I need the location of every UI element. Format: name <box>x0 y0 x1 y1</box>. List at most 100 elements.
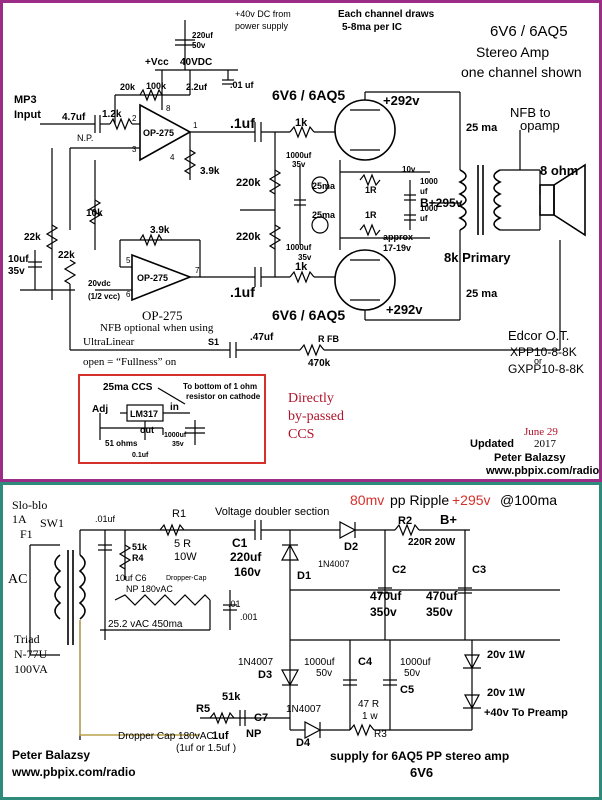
c1000-d-label: 1000 <box>420 204 438 213</box>
pin6-label: 6 <box>126 290 131 299</box>
opamp-1-symbol <box>139 103 192 162</box>
r4-label: R4 <box>132 553 144 563</box>
pin2-label: 2 <box>132 114 137 123</box>
d3-label: D3 <box>258 669 272 681</box>
np-label: N.P. <box>77 133 93 143</box>
c6a-label: 10uf C6 <box>115 573 147 583</box>
r5r-label: 5 R <box>174 538 191 550</box>
edcor-3: or <box>534 356 542 366</box>
c01-label: .01 uf <box>230 80 255 90</box>
c4b-label: 50v <box>316 668 332 679</box>
power-supply-panel-border <box>0 482 602 800</box>
zener2-label: 20v 1W <box>487 687 526 699</box>
mp3-label: MP3 <box>14 94 37 106</box>
ccs-title: 25ma CCS <box>103 382 153 393</box>
tube-bottom-label: 6V6 / 6AQ5 <box>272 307 345 323</box>
doubler-label: Voltage doubler section <box>215 506 329 518</box>
c220-label: 220uf <box>192 31 213 40</box>
c001-label: .001 <box>240 612 258 622</box>
v292-a-label: +292v <box>383 93 420 108</box>
ccs-note-2: resistor on cathode <box>186 392 261 401</box>
ma25-b-label: 25ma <box>312 210 336 220</box>
r22k-b-label: 22k <box>58 250 75 261</box>
ccs-inset-box <box>78 374 266 464</box>
r10k-label: 10k <box>86 208 103 219</box>
r1w-label: 1 w <box>362 711 378 722</box>
r51k-label: 51k <box>132 542 148 552</box>
in-label: in <box>170 402 179 413</box>
direct-1: Directly <box>288 391 334 406</box>
primary-label: 8k Primary <box>444 250 511 265</box>
r5-label: R5 <box>196 703 210 715</box>
c220v-label: 50v <box>192 41 206 50</box>
dropper2-label: (1uf or 1.5uf ) <box>176 743 236 754</box>
amp-wiring <box>20 20 586 445</box>
c01-psu-label: .01uf <box>95 514 116 524</box>
ripple-mv: 80mv <box>350 492 384 508</box>
c01b-label: 0.1uf <box>132 452 149 459</box>
r51-label: 51 ohms <box>105 439 138 448</box>
nfb-opt-1: NFB optional when using <box>100 322 214 334</box>
c10uf-label: 10uf <box>8 254 29 265</box>
ma25-top-label: 25 ma <box>466 122 498 134</box>
direct-3: CCS <box>288 427 314 442</box>
c5-label: C5 <box>400 684 414 696</box>
c-in-label: 4.7uf <box>62 112 86 123</box>
rfb-label: R FB <box>318 334 339 344</box>
r51k2-label: 51k <box>222 691 241 703</box>
v292-b-label: +292v <box>386 302 423 317</box>
c2-label: C2 <box>392 564 406 576</box>
c1000-a-label: 1000uf <box>286 151 312 160</box>
c10v-label: 10v <box>402 165 416 174</box>
lm317-label: LM317 <box>130 409 158 419</box>
updated-label: Updated <box>470 438 514 450</box>
c4a-label: 1000uf <box>304 657 335 668</box>
n77u-label: N-77U <box>14 647 48 661</box>
diode-d2 <box>339 521 357 539</box>
r22k-a-label: 22k <box>24 232 41 243</box>
c4-label: C4 <box>358 656 373 668</box>
zener1-label: 20v 1W <box>487 649 526 661</box>
psu-wiring <box>29 520 560 740</box>
june-label: June 29 <box>524 426 558 438</box>
c3-label: C3 <box>472 564 486 576</box>
input-label: Input <box>14 109 41 121</box>
vcc-label: +Vcc <box>145 57 169 68</box>
ma25-a-label: 25ma <box>312 181 336 191</box>
author-top: Peter Balazsy <box>494 452 566 464</box>
ripple-v: +295v <box>452 492 491 508</box>
pin1-label: 1 <box>193 121 198 130</box>
c7-label: C7 <box>254 712 268 724</box>
f1-label: F1 <box>20 527 33 541</box>
c1-label: C1 <box>232 536 248 550</box>
edcor-2: XPP10-8-8K <box>510 345 577 359</box>
ac-label: AC <box>8 572 27 587</box>
r-in-label: 1.2k <box>102 109 122 120</box>
r220-label: 220R 20W <box>408 537 456 548</box>
ot-secondary-winding <box>493 169 502 231</box>
d1-label: D1 <box>297 570 311 582</box>
c1000-c-label: 1000 <box>420 177 438 186</box>
out-label: out <box>140 425 154 435</box>
r1-label: R1 <box>172 508 186 520</box>
r2-label: R2 <box>398 515 412 527</box>
tube-top-symbol <box>334 99 396 161</box>
ma25-bot-label: 25 ma <box>466 288 498 300</box>
supply-note-1: +40v DC from <box>235 9 291 19</box>
c1000-d-unit: uf <box>420 214 428 223</box>
c1v-label: 220uf <box>230 550 262 564</box>
bplus-psu-label: B+ <box>440 512 457 527</box>
c5a-label: 1000uf <box>400 657 431 668</box>
pin5-label: 5 <box>126 256 131 265</box>
c1000-a-v-label: 35v <box>292 160 306 169</box>
r220k-b-label: 220k <box>236 231 261 243</box>
opamp-2-symbol <box>131 253 193 302</box>
r220k-a-label: 220k <box>236 177 261 189</box>
power-transformer-primary <box>54 554 62 620</box>
c1000-c-unit: uf <box>420 187 428 196</box>
r39k-a-label: 3.9k <box>200 166 220 177</box>
c22-label: 2.2uf <box>186 82 208 92</box>
psu-labels: Slo-blo 1A F1 SW1 AC Triad N-77U 100VA .… <box>8 492 568 780</box>
cc1-label: .1uf <box>230 115 255 131</box>
power-transformer-secondary <box>78 554 86 620</box>
